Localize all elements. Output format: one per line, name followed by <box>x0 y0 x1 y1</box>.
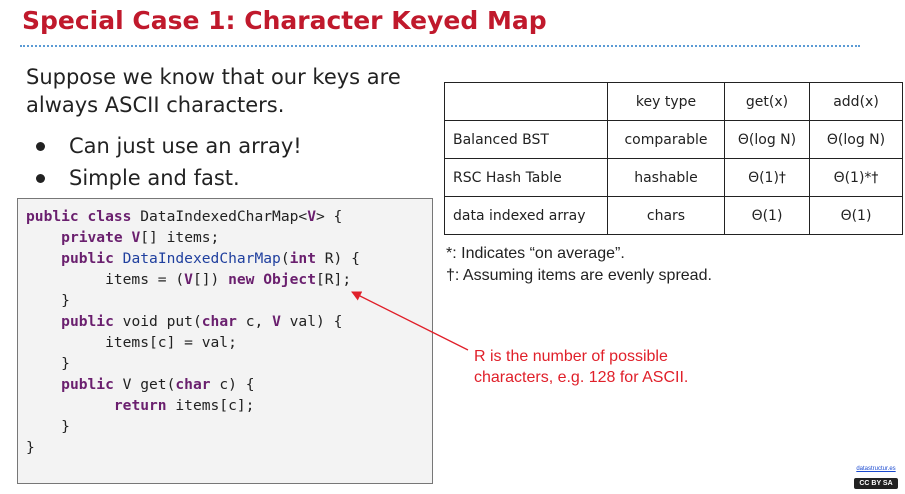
table-cell: Θ(1) <box>809 196 903 235</box>
code-line: } <box>26 439 35 456</box>
title-divider <box>20 45 860 47</box>
footnote-spread: †: Assuming items are evenly spread. <box>446 267 712 284</box>
code-line: public DataIndexedCharMap(int R) { <box>61 250 360 267</box>
comparison-table: key type get(x) add(x) Balanced BST comp… <box>444 82 903 235</box>
table-header-row: key type get(x) add(x) <box>444 82 903 121</box>
table-row: data indexed array chars Θ(1) Θ(1) <box>444 196 903 235</box>
code-line: } <box>61 355 70 372</box>
code-line: public V get(char c) { <box>61 376 255 393</box>
bullet-dot-icon <box>36 141 45 151</box>
code-line: items = (V[]) new Object[R]; <box>105 271 352 288</box>
table-header-cell: get(x) <box>724 82 810 121</box>
code-line: public void put(char c, V val) { <box>61 313 343 330</box>
footnote-average: *: Indicates “on average”. <box>446 245 625 262</box>
code-line: private V[] items; <box>61 229 220 246</box>
bullet-list: Can just use an array! Simple and fast. <box>36 130 302 194</box>
code-line: return items[c]; <box>113 397 255 414</box>
bullet-dot-icon <box>36 173 45 183</box>
table-header-cell: key type <box>607 82 725 121</box>
table-row: RSC Hash Table hashable Θ(1)† Θ(1)*† <box>444 158 903 197</box>
table-cell: data indexed array <box>444 196 608 235</box>
table-cell: Θ(1)*† <box>809 158 903 197</box>
footnotes: *: Indicates “on average”. †: Assuming i… <box>446 243 712 287</box>
annotation-text: R is the number of possible characters, … <box>474 348 689 386</box>
table-row: Balanced BST comparable Θ(log N) Θ(log N… <box>444 120 903 159</box>
table-cell: hashable <box>607 158 725 197</box>
code-line: } <box>61 418 70 435</box>
code-line: } <box>61 292 70 309</box>
table-cell: RSC Hash Table <box>444 158 608 197</box>
intro-text: Suppose we know that our keys are always… <box>26 65 401 117</box>
slide-title: Special Case 1: Character Keyed Map <box>22 6 547 35</box>
bullet-item: Can just use an array! <box>36 130 302 162</box>
table-header-cell <box>444 82 608 121</box>
table-cell: comparable <box>607 120 725 159</box>
bullet-item: Simple and fast. <box>36 162 302 194</box>
table-cell: Θ(1) <box>724 196 810 235</box>
code-panel <box>17 198 433 484</box>
table-cell: chars <box>607 196 725 235</box>
code-line: items[c] = val; <box>105 334 237 351</box>
code-block: public class DataIndexedCharMap<V> { pri… <box>26 206 360 458</box>
code-line: public class DataIndexedCharMap<V> { <box>26 208 343 225</box>
site-link[interactable]: datastructur.es <box>856 466 896 472</box>
license-logo[interactable]: datastructur.es CC BY SA <box>853 466 899 490</box>
cc-license-badge: CC BY SA <box>854 478 898 489</box>
